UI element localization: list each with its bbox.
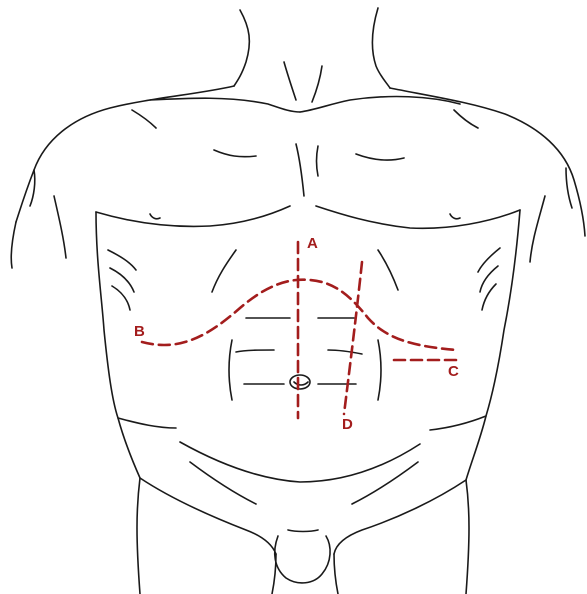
chest-detail-left <box>132 110 156 128</box>
right-ribs-1 <box>478 248 500 272</box>
left-ribs-1 <box>108 250 136 270</box>
nipple-right <box>450 214 460 219</box>
right-shoulder <box>390 88 585 236</box>
right-inner-thigh <box>334 554 338 594</box>
left-ribs-3 <box>112 286 130 310</box>
sternum-upper <box>296 144 304 196</box>
abs-upper-right <box>378 250 398 290</box>
genital-outline <box>275 536 330 583</box>
incision-label-d: D <box>342 416 353 433</box>
incision-line-d <box>344 262 362 414</box>
neck-right <box>372 8 390 88</box>
throat-left <box>284 62 296 100</box>
abs-side-right <box>378 340 381 400</box>
right-pectoral <box>316 206 520 228</box>
left-arm-inner <box>54 196 66 258</box>
pec-shade-right <box>356 154 404 160</box>
genital-base <box>288 530 318 532</box>
right-waist-crease <box>430 416 486 430</box>
left-arm-outer <box>11 222 16 268</box>
incision-label-b: B <box>134 323 145 340</box>
right-hip-line <box>352 462 418 504</box>
left-pectoral <box>96 206 290 226</box>
left-shoulder <box>16 86 234 222</box>
left-waist-crease <box>118 418 176 428</box>
right-armpit <box>566 168 572 208</box>
left-ribs-2 <box>110 268 134 292</box>
navel-inner <box>294 382 308 385</box>
right-ribs-3 <box>482 284 496 310</box>
right-arm-inner <box>530 196 545 262</box>
left-flank <box>96 212 140 478</box>
right-thigh <box>466 480 469 594</box>
right-ribs-2 <box>480 266 498 292</box>
abs-lower-right <box>328 350 362 354</box>
abs-lower-left <box>236 350 274 352</box>
nipple-left <box>150 214 160 219</box>
lower-belly <box>180 442 420 482</box>
throat-right <box>312 66 322 102</box>
pec-shade-left <box>214 150 256 157</box>
incision-labels: A B C D <box>134 235 459 433</box>
incision-label-a: A <box>307 235 318 252</box>
abs-side-left <box>229 340 232 400</box>
incision-label-c: C <box>448 363 459 380</box>
incision-lines <box>142 242 456 418</box>
collarbone-right <box>300 97 460 112</box>
left-thigh <box>137 478 140 594</box>
left-groin <box>140 478 276 554</box>
right-flank <box>466 210 520 480</box>
abs-upper-left <box>212 250 236 292</box>
left-hip-line <box>190 462 256 504</box>
chest-detail-right <box>454 110 478 128</box>
collarbone-left <box>150 98 300 112</box>
right-groin <box>334 480 466 554</box>
neck-left <box>234 10 249 86</box>
left-inner-thigh <box>272 554 276 594</box>
sternum-mark <box>317 146 319 176</box>
